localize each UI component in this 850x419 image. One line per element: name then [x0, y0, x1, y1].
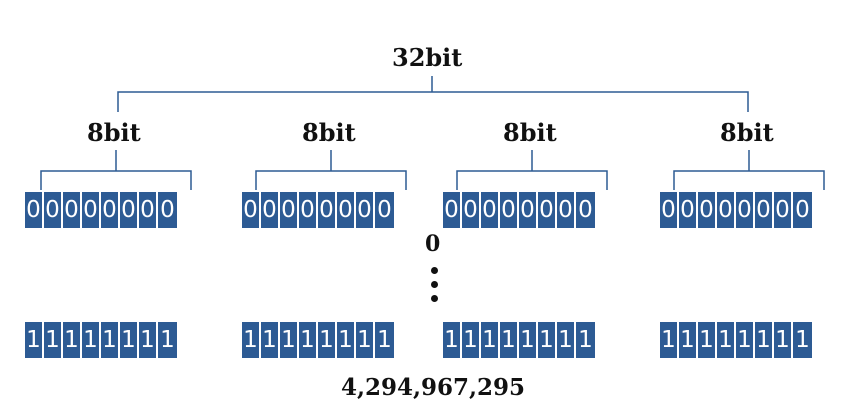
bit-cell: 1	[557, 322, 576, 358]
bit-cell: 0	[774, 192, 793, 228]
bit-cell: 1	[500, 322, 519, 358]
bit-cell: 0	[101, 192, 120, 228]
bit-cell: 1	[261, 322, 280, 358]
total-bits-label: 32bit	[392, 43, 463, 72]
byte-bracket-3	[456, 150, 608, 190]
bit-cell: 1	[679, 322, 698, 358]
byte-label-2: 8bit	[302, 118, 356, 147]
bit-cell: 0	[462, 192, 481, 228]
bit-cell: 0	[318, 192, 337, 228]
bit-cell: 1	[717, 322, 736, 358]
bit-cell: 1	[158, 322, 177, 358]
bit-cell: 0	[538, 192, 557, 228]
bit-cell: 0	[717, 192, 736, 228]
bit-cell: 1	[337, 322, 356, 358]
bit-cell: 1	[44, 322, 63, 358]
bit-cell: 1	[82, 322, 101, 358]
bit-cell: 0	[557, 192, 576, 228]
byte-label-3: 8bit	[503, 118, 557, 147]
bit-cell: 0	[443, 192, 462, 228]
bit-cell: 1	[63, 322, 82, 358]
bit-cell: 0	[337, 192, 356, 228]
bit-cell: 0	[261, 192, 280, 228]
bit-cell: 0	[280, 192, 299, 228]
bit-cell: 1	[375, 322, 394, 358]
min-value-label: 0	[425, 231, 441, 257]
bit-cell: 0	[63, 192, 82, 228]
top-bracket	[117, 76, 749, 112]
byte-label-4: 8bit	[720, 118, 774, 147]
bit-cell: 1	[25, 322, 44, 358]
bit-cell: 0	[576, 192, 595, 228]
ellipsis-dot	[431, 281, 438, 288]
bit-cell: 0	[500, 192, 519, 228]
max-value-label: 4,294,967,295	[341, 374, 526, 401]
bit-cell: 1	[538, 322, 557, 358]
ellipsis-dot	[431, 267, 438, 274]
bit-cell: 1	[139, 322, 158, 358]
bit-cell: 0	[242, 192, 261, 228]
bit-cell: 1	[519, 322, 538, 358]
bit-cell: 1	[660, 322, 679, 358]
ellipsis-dot	[431, 295, 438, 302]
bit-cell: 1	[755, 322, 774, 358]
bit-cell: 0	[25, 192, 44, 228]
bit-cell: 1	[481, 322, 500, 358]
bit-cell: 0	[519, 192, 538, 228]
ellipsis-vertical	[428, 267, 442, 307]
bit-cell: 1	[576, 322, 595, 358]
bit-cell: 0	[375, 192, 394, 228]
bit-cell: 0	[660, 192, 679, 228]
bit-cell: 0	[679, 192, 698, 228]
bit-cell: 1	[101, 322, 120, 358]
bit-cell: 0	[139, 192, 158, 228]
byte-bracket-2	[255, 150, 407, 190]
byte-bracket-1	[40, 150, 192, 190]
bit-cell: 1	[242, 322, 261, 358]
bit-cell: 1	[318, 322, 337, 358]
bit-cell: 0	[120, 192, 139, 228]
bit-cell: 0	[793, 192, 812, 228]
bit-cell: 1	[462, 322, 481, 358]
bit-cell: 1	[443, 322, 462, 358]
byte-bracket-4	[673, 150, 825, 190]
bit-cell: 1	[299, 322, 318, 358]
bit-cell: 0	[44, 192, 63, 228]
bit-cell: 1	[736, 322, 755, 358]
bit-cell: 0	[698, 192, 717, 228]
byte-label-1: 8bit	[87, 118, 141, 147]
bit-cell: 0	[356, 192, 375, 228]
bit-cell: 0	[299, 192, 318, 228]
bit-cell: 1	[698, 322, 717, 358]
bit-cell: 0	[158, 192, 177, 228]
bit-cell: 1	[280, 322, 299, 358]
bit-cell: 1	[774, 322, 793, 358]
bit-cell: 0	[82, 192, 101, 228]
bit-cell: 0	[736, 192, 755, 228]
bit-cell: 1	[120, 322, 139, 358]
bit-cell: 0	[755, 192, 774, 228]
bit-cell: 1	[793, 322, 812, 358]
bit-cell: 1	[356, 322, 375, 358]
bit-cell: 0	[481, 192, 500, 228]
